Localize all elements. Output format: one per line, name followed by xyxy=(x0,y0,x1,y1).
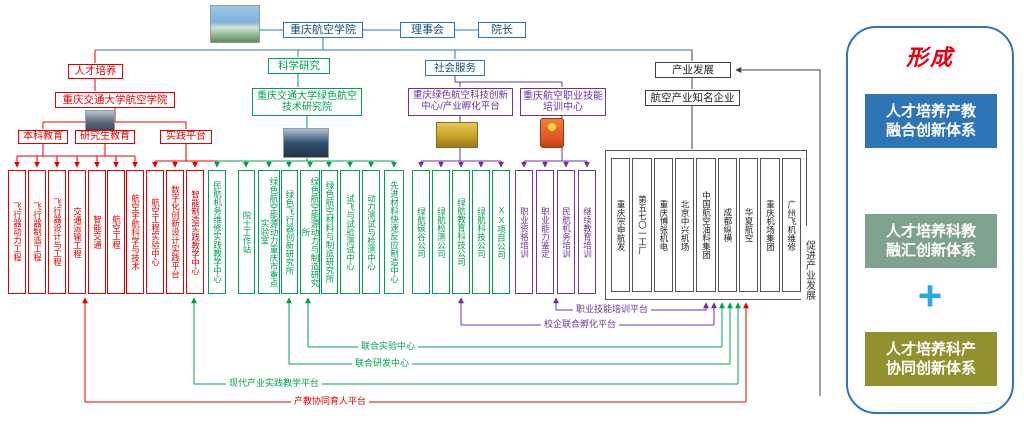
company-box: 绿航教育科技公司 xyxy=(452,170,470,294)
research-unit-box: 民航机务维修实践教学中心 xyxy=(208,170,226,294)
enterprise-box: 华夏航空 xyxy=(738,158,759,292)
program-box: 航空工程实验中心 xyxy=(146,170,164,294)
program-box: 飞行器制造工程 xyxy=(28,170,46,294)
program-box: 智能制造实践教学中心 xyxy=(186,170,204,294)
platform-label: 校企联合孵化平台 xyxy=(540,319,620,330)
research-unit-box: 试飞与试验测试中心 xyxy=(340,170,360,294)
branch-talent: 人才培养 xyxy=(68,64,123,79)
company-box: 绿航检测公司 xyxy=(432,170,450,294)
training-box: 继续教育培训 xyxy=(578,170,596,294)
research-unit-box: 绿色飞行器创新研究所 xyxy=(281,170,298,294)
level-practice: 实践平台 xyxy=(160,130,212,144)
program-box: 数字化创新设计实践平台 xyxy=(166,170,184,294)
institute-photo xyxy=(283,128,329,158)
research-unit-box: 院士工作站 xyxy=(238,170,255,294)
enterprise-container: 重庆宗申航发 第五七〇一工厂 重庆博张机电 北京中兴机场 中国航空油料集团 成都… xyxy=(605,150,807,300)
enterprise-box: 成都纵横 xyxy=(717,158,737,292)
company-box: 绿航科技公司 xyxy=(472,170,490,294)
level-graduate: 研究生教育 xyxy=(75,130,135,144)
branch-industry: 产业发展 xyxy=(655,62,731,78)
program-box: 交通运输工程 xyxy=(68,170,86,294)
program-box: 智能交通 xyxy=(88,170,106,294)
program-box: 飞行器动力工程 xyxy=(8,170,26,294)
node-institute: 重庆交通大学绿色航空技术研究院 xyxy=(252,88,362,116)
company-box: 绿航碳谷公司 xyxy=(412,170,430,294)
result-panel: 形成 人才培养产教融合创新体系 人才培养科教融汇创新体系 + 人才培养科产协同创… xyxy=(846,26,1014,414)
enterprise-box: 重庆机场集团 xyxy=(760,158,780,292)
node-board: 理事会 xyxy=(400,22,455,38)
enterprise-box: 北京中兴机场 xyxy=(674,158,695,292)
research-unit-box: 先进材料快速反应制造中心 xyxy=(384,170,404,294)
branch-service: 社会服务 xyxy=(425,60,485,76)
school-photo xyxy=(85,110,115,132)
program-box: 航空工程 xyxy=(107,170,125,294)
campus-photo xyxy=(210,5,260,43)
program-box: 航空宇航科学与技术 xyxy=(126,170,144,294)
node-college: 重庆航空学院 xyxy=(283,22,363,38)
platform-label: 产教协同育人平台 xyxy=(290,396,370,407)
node-president: 院长 xyxy=(478,22,526,38)
platform-label: 联合实验中心 xyxy=(357,341,419,352)
research-unit-box: 动力测试与检测中心 xyxy=(362,170,380,294)
branch-research: 科学研究 xyxy=(268,58,330,74)
program-box: 飞行器设计与工程 xyxy=(48,170,66,294)
research-unit-box: 绿色航空能源动力重庆市重点实验室 xyxy=(258,170,280,294)
plus-icon: + xyxy=(917,272,943,319)
system-box-industry-education: 人才培养产教融合创新体系 xyxy=(865,94,997,148)
promote-label: 促进产业发展 xyxy=(801,226,817,314)
level-undergraduate: 本科教育 xyxy=(18,130,68,144)
training-box: 职业能力鉴定 xyxy=(536,170,554,294)
research-unit-box: 绿色航空材料与制造研究所 xyxy=(321,170,338,294)
enterprise-box: 重庆宗申航发 xyxy=(611,158,631,292)
platform-label: 现代产业实践教学平台 xyxy=(225,378,323,389)
node-innovation-center: 重庆绿色航空科技创新中心/产业孵化平台 xyxy=(408,88,513,116)
node-enterprise-group: 航空产业知名企业 xyxy=(645,90,740,106)
plaque-photo xyxy=(436,122,478,148)
panel-title: 形成 xyxy=(905,45,954,70)
node-training-center: 重庆航空职业技能培训中心 xyxy=(520,88,606,116)
enterprise-box: 重庆博张机电 xyxy=(653,158,673,292)
system-box-science-education: 人才培养科教融汇创新体系 xyxy=(865,214,997,268)
platform-label: 联合研发中心 xyxy=(351,358,413,369)
company-box: XX项目公司 xyxy=(492,170,510,294)
enterprise-box: 第五七〇一工厂 xyxy=(632,158,652,292)
platform-label: 职业技能培训平台 xyxy=(572,304,652,315)
enterprise-box: 广州飞机维修 xyxy=(781,158,801,292)
training-box: 民航机务培训 xyxy=(557,170,575,294)
research-unit-box: 绿色航空能源动力与制造研究所 xyxy=(300,170,320,294)
badge-photo xyxy=(540,118,564,148)
system-box-science-industry: 人才培养科产协同创新体系 xyxy=(865,332,997,386)
enterprise-box: 中国航空油料集团 xyxy=(696,158,716,292)
node-school: 重庆交通大学航空学院 xyxy=(55,92,175,108)
training-box: 职业资格培训 xyxy=(515,170,533,294)
